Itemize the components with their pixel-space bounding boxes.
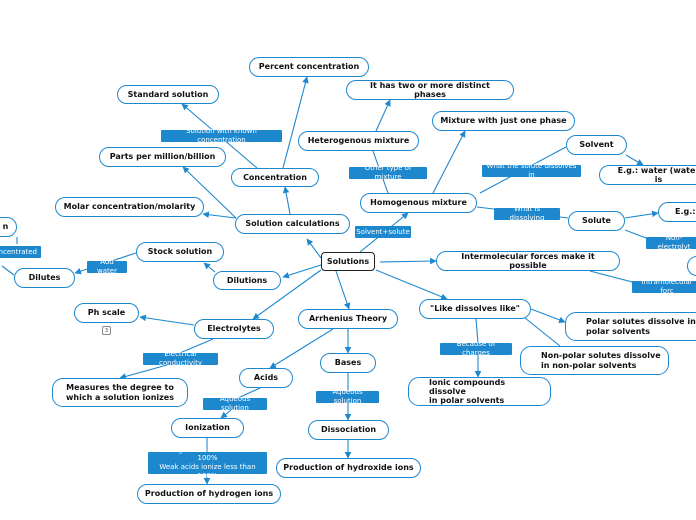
label-what-dissolves-in: What the solute dissolves in <box>482 162 581 179</box>
connector-line <box>182 166 237 219</box>
connector-line <box>530 308 566 323</box>
connector-line <box>375 99 391 132</box>
ph-scale-badge: 3 <box>102 326 111 335</box>
node-intermolecular-forces[interactable]: Intermolecular forces make it possible <box>436 251 620 271</box>
label-concentrated-cut: concentrated <box>0 246 41 258</box>
connector-line <box>269 328 334 369</box>
connector-line <box>252 269 322 320</box>
connector-line <box>432 130 466 194</box>
connector-line <box>524 317 561 347</box>
connector-line <box>306 238 322 259</box>
node-concentrated-cut[interactable]: n <box>0 217 17 237</box>
node-acids[interactable]: Acids <box>239 368 293 388</box>
connector-line <box>589 270 637 284</box>
connector-line <box>282 264 322 279</box>
node-ionization[interactable]: Ionization <box>171 418 244 438</box>
connector-line <box>202 211 237 219</box>
node-heterogenous-mixture[interactable]: Heterogenous mixture <box>298 131 419 151</box>
node-electrolytes[interactable]: Electrolytes <box>194 319 274 339</box>
label-electrical-conductivity: Electrical conductivity <box>143 350 218 367</box>
connector-line <box>1 265 15 276</box>
connector-line <box>624 210 659 219</box>
node-percent-concentration[interactable]: Percent concentration <box>249 57 369 77</box>
connector-line <box>625 154 644 166</box>
label-known-concentration: Solution with known concentration <box>161 127 282 144</box>
root-topic-solutions[interactable]: Solutions <box>321 252 375 271</box>
connector-line <box>335 270 351 310</box>
label-what-is-dissolving: What is dissolving <box>494 205 560 222</box>
connector-line <box>624 229 647 239</box>
node-dilutes[interactable]: Dilutes <box>14 268 75 288</box>
connector-line <box>119 364 168 380</box>
label-non-electrolytes: Non-electrolyt <box>646 234 696 251</box>
connector-line <box>282 76 309 169</box>
node-ionic-compounds[interactable]: Ionic compounds dissolve in polar solven… <box>408 377 551 406</box>
node-standard-solution[interactable]: Standard solution <box>117 85 219 104</box>
connector-line <box>375 269 448 300</box>
node-solute[interactable]: Solute <box>568 211 625 231</box>
label-other-type: Other type of mixture <box>349 164 427 181</box>
node-ph-scale[interactable]: Ph scale <box>74 303 139 323</box>
node-nonpolar-solutes[interactable]: Non-polar solutes dissolve in non-polar … <box>520 346 669 375</box>
connector-line <box>203 262 216 273</box>
node-dissociation[interactable]: Dissociation <box>308 420 389 440</box>
label-solvent-solute: Solvent+solute <box>355 226 411 238</box>
node-solute-example[interactable]: E.g.: <box>658 202 696 222</box>
label-add-water: Add water <box>87 258 127 275</box>
label-aqueous-solution-acids: Aqueous solution <box>203 395 267 412</box>
label-because-of-charges: Because of charges <box>440 340 512 357</box>
connector-line <box>220 409 232 419</box>
node-bases[interactable]: Bases <box>320 353 376 373</box>
node-stock-solution[interactable]: Stock solution <box>136 242 224 262</box>
node-polar-solutes[interactable]: Polar solutes dissolve in polar solvents <box>565 312 696 341</box>
node-homogenous-mixture[interactable]: Homogenous mixture <box>360 193 477 213</box>
label-strong-weak: Strong acids ionizes almost 100% Weak ac… <box>148 446 267 480</box>
connector-line <box>379 257 437 265</box>
node-molarity[interactable]: Molar concentration/molarity <box>55 197 204 217</box>
node-two-or-more-phases[interactable]: It has two or more distinct phases <box>346 80 514 100</box>
node-like-dissolves-like[interactable]: "Like dissolves like" <box>419 299 531 319</box>
node-concentration[interactable]: Concentration <box>231 168 319 187</box>
node-hydrogen-ions[interactable]: Production of hydrogen ions <box>137 484 281 504</box>
node-parts-per-million[interactable]: Parts per million/billion <box>99 147 226 167</box>
connector-line <box>179 338 214 354</box>
label-aqueous-solution-bases: Aqueous solution <box>316 388 379 405</box>
node-dilutions[interactable]: Dilutions <box>213 271 281 290</box>
node-measures-degree[interactable]: Measures the degree to which a solution … <box>52 378 188 407</box>
connector-line <box>237 387 261 399</box>
node-arrhenius-theory[interactable]: Arrhenius Theory <box>298 309 398 329</box>
node-solution-calculations[interactable]: Solution calculations <box>235 214 350 234</box>
connector-line <box>139 314 195 326</box>
node-solvent[interactable]: Solvent <box>566 135 627 155</box>
connector-line <box>475 318 479 344</box>
label-intramolecular: Intramolecular forc <box>632 278 696 295</box>
node-one-phase[interactable]: Mixture with just one phase <box>432 111 575 131</box>
node-hydroxide-ions[interactable]: Production of hydroxide ions <box>276 458 421 478</box>
node-water-example[interactable]: E.g.: water (water is <box>599 165 696 185</box>
connector-line <box>282 186 291 215</box>
